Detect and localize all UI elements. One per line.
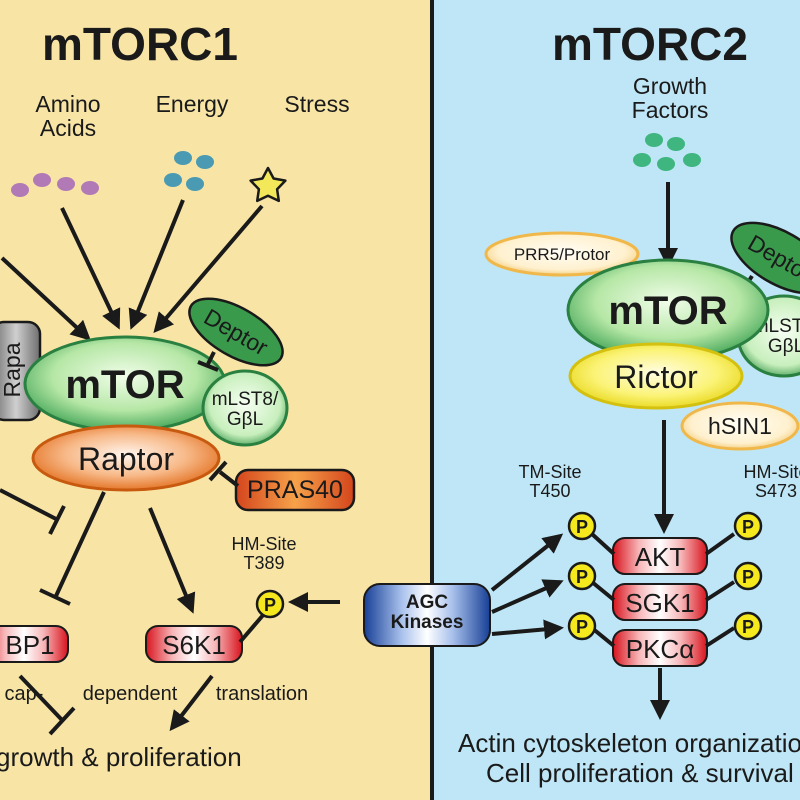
- rictor-node: [568, 342, 744, 410]
- mtorc1-title: mTORC1: [42, 18, 238, 70]
- s6k1-label: S6K1: [162, 630, 226, 660]
- input-energy: Energy: [156, 91, 229, 117]
- left-inhibit-bar: [48, 505, 66, 535]
- hsin1-node: [680, 401, 800, 451]
- raptor-inhibit-bp1-bar: [39, 588, 71, 606]
- growth-factor-dots-icon: [633, 133, 701, 171]
- arrow-raptor-to-s6k1: [148, 507, 196, 614]
- pkca-tm-phospho-icon: P: [567, 611, 597, 641]
- mtorc1-mlst8-label: mLST8/GβL: [212, 389, 279, 430]
- agc-kinases-node: [363, 583, 491, 647]
- mtorc2-output-line2: Cell proliferation & survival: [486, 758, 794, 788]
- svg-text:P: P: [576, 617, 588, 637]
- arrow-amino-to-mtor: [60, 207, 121, 330]
- s6k1-p-link: [238, 612, 266, 644]
- text-dependent: dependent: [83, 683, 178, 705]
- akt-tm-phospho-icon: P: [567, 511, 597, 541]
- bp1-inhibit-growth-bar: [48, 706, 76, 736]
- svg-text:P: P: [576, 567, 588, 587]
- s6k1-node: [145, 625, 243, 663]
- arrow-left-to-mtor: [0, 256, 91, 341]
- pkca-label: PKCα: [626, 634, 695, 664]
- bp1-node: [0, 625, 69, 663]
- pkca-node: [612, 629, 708, 667]
- input-stress: Stress: [284, 91, 349, 117]
- pras40-inhibit-bar: [208, 460, 228, 482]
- arrow-stress-to-mtor: [153, 204, 264, 334]
- s6k1-phospho-icon: [255, 589, 285, 619]
- amino-acid-dots-icon: [11, 173, 99, 197]
- svg-text:Rapa: Rapa: [0, 342, 25, 397]
- mtorc2-output-line1: Actin cytoskeleton organization: [458, 728, 800, 758]
- text-translation: translation: [216, 683, 308, 705]
- svg-text:P: P: [742, 617, 754, 637]
- stress-star-icon: [249, 166, 287, 203]
- hsin1-label: hSIN1: [708, 413, 772, 439]
- bp1-inhibit-growth: [18, 674, 64, 722]
- akt-node: [612, 537, 708, 575]
- pras40-node: [234, 468, 356, 512]
- rictor-label: Rictor: [614, 359, 698, 395]
- akt-hm-phospho-icon: P: [733, 511, 763, 541]
- pkca-tm-link: [590, 626, 616, 648]
- energy-dots-icon: [164, 151, 214, 191]
- pkca-hm-link: [704, 626, 736, 648]
- sgk1-hm-phospho-icon: P: [733, 561, 763, 591]
- mtorc1-mtor-label: mTOR: [65, 363, 184, 407]
- arrow-agc-to-pkca-p: [491, 619, 564, 640]
- svg-text:P: P: [742, 567, 754, 587]
- akt-hm-link: [704, 532, 736, 556]
- pkca-hm-phospho-icon: P: [733, 611, 763, 641]
- mtorc2-mtor-label: mTOR: [608, 289, 727, 333]
- svg-text:P: P: [742, 517, 754, 537]
- mtorc1-mlst8-node: [201, 369, 289, 447]
- raptor-inhibit-bp1: [54, 491, 106, 597]
- raptor-label: Raptor: [78, 441, 174, 477]
- mtorc2-hm-site-label: HM-SiteS473: [743, 462, 800, 501]
- left-inhibit-line: [0, 488, 59, 522]
- pras40-label: PRAS40: [247, 476, 343, 504]
- mtorc1-output: growth & proliferation: [0, 742, 242, 772]
- pras40-inhibit-raptor: [218, 470, 240, 488]
- sgk1-node: [612, 583, 708, 621]
- sgk1-label: SGK1: [625, 588, 694, 618]
- deptor-inhibit-bar: [197, 360, 219, 372]
- sgk1-tm-link: [590, 580, 616, 602]
- mtorc2-title: mTORC2: [552, 18, 748, 70]
- bp1-label: BP1: [5, 630, 54, 660]
- sgk1-tm-phospho-icon: P: [567, 561, 597, 591]
- akt-label: AKT: [635, 542, 686, 572]
- deptor-inhibit-mtor: [206, 351, 216, 365]
- arrow-agc-to-akt-p: [490, 533, 564, 592]
- arrow-energy-to-mtor: [128, 199, 185, 330]
- prr5-label: PRR5/Protor: [514, 245, 611, 264]
- prr5-node: [484, 231, 640, 277]
- s6k1-phospho-label: P: [264, 595, 276, 615]
- sgk1-hm-link: [704, 580, 736, 602]
- arrow-s6k1-to-growth: [169, 674, 214, 732]
- svg-text:P: P: [576, 517, 588, 537]
- arrow-agc-to-sgk1-p: [491, 579, 564, 614]
- akt-tm-link: [590, 532, 616, 556]
- raptor-node: [31, 424, 221, 492]
